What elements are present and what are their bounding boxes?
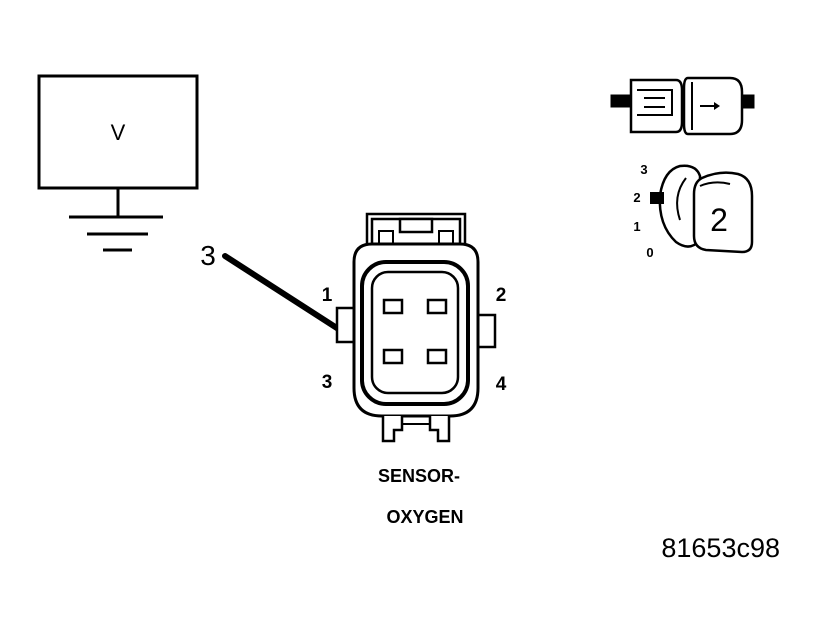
selector-scale-3: 3 bbox=[640, 162, 647, 177]
connector-caption-line1: SENSOR- bbox=[378, 466, 460, 486]
voltmeter-label: V bbox=[111, 120, 126, 145]
selector-scale-2: 2 bbox=[633, 190, 640, 205]
pin-label-4: 4 bbox=[496, 374, 507, 395]
connector-caption-line2: OXYGEN bbox=[386, 507, 463, 527]
selector-position-number: 2 bbox=[710, 202, 728, 238]
pin-label-3: 3 bbox=[322, 372, 333, 393]
selector-scale-0: 0 bbox=[646, 245, 653, 260]
figure-id: 81653c98 bbox=[661, 533, 780, 563]
voltmeter-box bbox=[37, 74, 199, 190]
connector-cavity-4 bbox=[426, 348, 448, 365]
connector-cavity-3 bbox=[382, 348, 404, 365]
connector-position-selector-icon: 2 3 2 1 0 bbox=[633, 162, 754, 260]
connector-cavity-1 bbox=[382, 298, 404, 315]
ground-symbol-icon bbox=[69, 188, 163, 252]
probe-pin-number: 3 bbox=[200, 240, 216, 271]
voltmeter: V bbox=[37, 74, 199, 190]
connector-cavity-2 bbox=[426, 298, 448, 315]
selector-marker-icon bbox=[650, 192, 664, 204]
connector-mating-icon bbox=[610, 76, 755, 136]
pin-label-2: 2 bbox=[496, 285, 507, 306]
selector-scale-1: 1 bbox=[633, 219, 640, 234]
oxygen-sensor-connector: 1 2 3 4 SENSOR- OXYGEN bbox=[322, 212, 507, 527]
pin-label-1: 1 bbox=[322, 285, 333, 306]
